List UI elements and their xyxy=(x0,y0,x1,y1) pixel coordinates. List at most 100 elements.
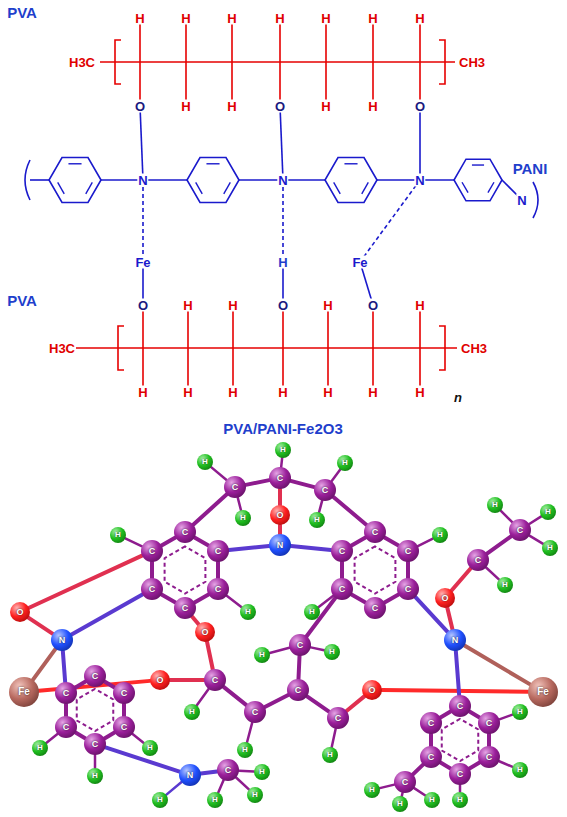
atom-symbol: C xyxy=(428,719,435,728)
chemical-bond xyxy=(298,656,299,679)
double-bond xyxy=(362,182,369,193)
chemical-bond xyxy=(469,763,479,769)
atom-symbol: C xyxy=(212,676,219,685)
atom-symbol: H xyxy=(280,446,286,454)
chemical-bond xyxy=(239,769,254,772)
chemical-bond xyxy=(291,546,331,550)
oxygen-atom: O xyxy=(435,588,455,608)
chemical-bond xyxy=(224,687,247,705)
atom-label: N xyxy=(414,174,425,187)
chemical-bond xyxy=(487,734,491,746)
atom-symbol: H xyxy=(242,746,248,754)
chemical-bond xyxy=(218,780,223,793)
chemical-bond xyxy=(499,715,512,720)
bond-line xyxy=(533,182,538,218)
chemical-bond xyxy=(28,618,53,634)
chemical-bond xyxy=(227,596,242,607)
carbon-atom: C xyxy=(478,712,500,734)
carbon-atom: C xyxy=(478,746,500,768)
atom-symbol: H xyxy=(369,786,375,794)
atom-label: H xyxy=(274,12,285,25)
chemical-bond xyxy=(501,511,513,523)
atom-symbol: H xyxy=(240,514,246,522)
carbon-atom: C xyxy=(269,467,291,489)
carbon-atom: C xyxy=(174,597,196,619)
atom-symbol: H xyxy=(92,772,98,780)
chemical-bond xyxy=(307,696,329,711)
atom-label: CH3 xyxy=(460,342,488,355)
atom-symbol: C xyxy=(475,556,482,565)
bond-line xyxy=(185,22,187,102)
atom-label: H xyxy=(226,12,237,25)
chemical-bond xyxy=(464,646,530,685)
chemical-bond xyxy=(456,651,459,695)
hydrogen-atom: H xyxy=(512,704,528,720)
benzene-ring xyxy=(454,159,502,201)
atom-symbol: C xyxy=(252,708,259,717)
atom-symbol: C xyxy=(486,753,493,762)
hydrogen-atom: H xyxy=(235,510,251,526)
atom-symbol: C xyxy=(149,585,156,594)
hydrogen-atom: H xyxy=(142,740,158,756)
hydrogen-atom: H xyxy=(254,764,270,780)
repeat-index: n xyxy=(453,391,463,404)
atom-symbol: O xyxy=(201,628,208,637)
carbon-atom: C xyxy=(174,521,196,543)
bond-line xyxy=(372,22,374,102)
atom-label: H xyxy=(320,100,331,113)
carbon-atom: C xyxy=(289,634,311,656)
atom-symbol: Fe xyxy=(18,687,30,697)
chemical-bond xyxy=(33,649,56,680)
oxygen-atom: O xyxy=(150,670,170,690)
chemical-bond xyxy=(122,704,126,716)
hydrogen-atom: H xyxy=(197,454,213,470)
carbon-atom: C xyxy=(244,701,266,723)
chemical-bond xyxy=(270,648,290,653)
atom-symbol: H xyxy=(245,608,251,616)
chemical-bond xyxy=(332,469,341,481)
atom-symbol: N xyxy=(277,541,284,550)
chemical-bond xyxy=(265,695,288,707)
hydrogen-atom: H xyxy=(542,540,558,556)
hydrogen-atom: H xyxy=(152,792,168,808)
chemical-bond xyxy=(236,777,249,789)
atom-symbol: H xyxy=(314,516,320,524)
carbon-atom: C xyxy=(331,540,353,562)
atom-symbol: H xyxy=(212,796,218,804)
bond-line xyxy=(142,308,144,392)
carbon-atom: C xyxy=(449,695,471,717)
chemical-bond xyxy=(429,734,433,746)
atom-label: O xyxy=(134,100,146,113)
atom-symbol: H xyxy=(252,791,258,799)
atom-symbol: H xyxy=(202,458,208,466)
atom-label: O xyxy=(137,299,149,312)
atom-label: H xyxy=(277,386,288,399)
double-bond xyxy=(206,163,219,164)
chemical-bond xyxy=(440,712,450,718)
atom-label: H3C xyxy=(68,56,96,69)
atom-label: O xyxy=(414,100,426,113)
bond-line xyxy=(139,22,141,102)
chemical-bond xyxy=(207,642,213,669)
chemical-bond xyxy=(332,729,336,747)
atom-symbol: H xyxy=(259,651,265,659)
bond-line xyxy=(282,308,284,392)
bond-line xyxy=(419,305,421,392)
iron-atom: Fe xyxy=(528,677,558,707)
atom-label: O xyxy=(277,299,289,312)
chemical-bond xyxy=(170,678,204,682)
hydrogen-atom: H xyxy=(275,442,291,458)
atom-symbol: H xyxy=(502,581,508,589)
atom-symbol: C xyxy=(457,770,464,779)
carbon-atom: C xyxy=(55,682,77,704)
atom-symbol: C xyxy=(225,766,232,775)
bond-line xyxy=(282,180,284,262)
chemical-bond xyxy=(195,594,209,602)
chemical-bond xyxy=(278,525,282,534)
atom-symbol: C xyxy=(121,723,128,732)
carbon-atom: C xyxy=(449,763,471,785)
chemical-bond xyxy=(385,594,399,602)
